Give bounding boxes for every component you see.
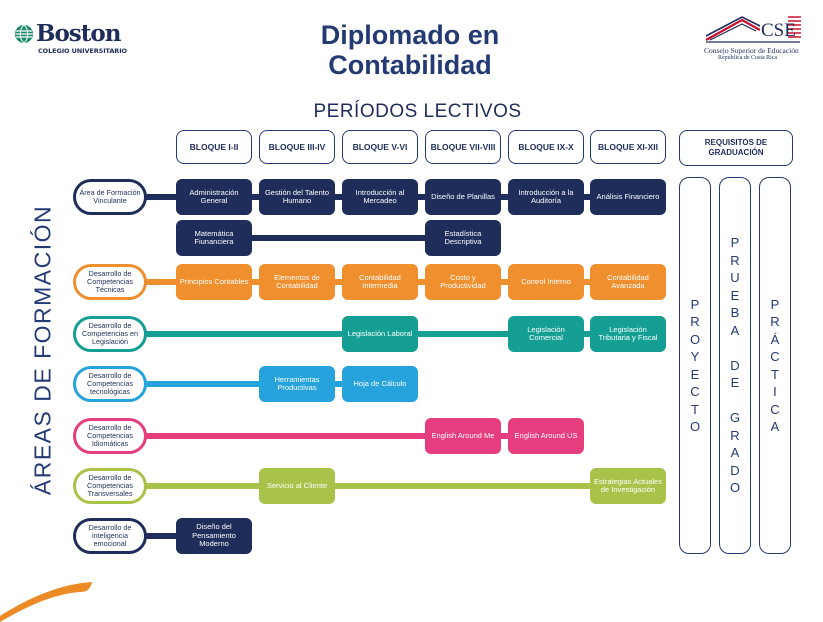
globe-icon [15, 24, 33, 44]
course-box: Matemática Fiunanciera [176, 220, 252, 256]
course-box: Introducción al Mercadeo [342, 179, 418, 215]
block-header-1: BLOQUE I-II [176, 130, 252, 164]
course-box: Estrategias Actuales de Investigación [590, 468, 666, 504]
cse-country: República de Costa Rica [718, 55, 778, 61]
requirement-column: P R Á C T I C A [759, 177, 791, 554]
block-header-2: BLOQUE III-IV [259, 130, 335, 164]
block-header-5: BLOQUE IX-X [508, 130, 584, 164]
area-label: Área de Formación Vinculante [73, 179, 147, 215]
area-label: Desarrollo de Competencias Idiomáticas [73, 418, 147, 454]
block-header-6: BLOQUE XI-XII [590, 130, 666, 164]
row-connector-line [140, 483, 628, 489]
course-box: Contabilidad Intermedia [342, 264, 418, 300]
area-label: Desarrollo de Competencias Técnicas [73, 264, 147, 300]
requirement-label: P R Á C T I C A [770, 296, 780, 435]
title-line-2: Contabilidad [328, 50, 492, 80]
course-box: Gestión del Talento Humano [259, 179, 335, 215]
decorative-swoosh [0, 582, 92, 622]
area-label: Desarrollo de Competencias tecnológicas [73, 366, 147, 402]
cse-mark-text: CSE [761, 20, 796, 41]
course-box: Control Interno [508, 264, 584, 300]
logo-name: Boston [36, 20, 121, 47]
course-box: Administración General [176, 179, 252, 215]
cse-emblem-icon: CSE [705, 16, 801, 43]
course-box: Costo y Productividad [425, 264, 501, 300]
course-box: Servicio al Cliente [259, 468, 335, 504]
area-label: Desarrollo de Competencias en Legislació… [73, 316, 147, 352]
course-box: Estadística Descriptiva [425, 220, 501, 256]
course-box: Legislación Comercial [508, 316, 584, 352]
requirement-label: P R O Y E C T O [689, 296, 701, 435]
requirement-column: P R O Y E C T O [679, 177, 711, 554]
areas-label-text: ÁREAS DE FORMACIÓN [29, 204, 56, 496]
block-header-4: BLOQUE VII-VIII [425, 130, 501, 164]
row-connector-line [140, 433, 546, 439]
row-connector-line [214, 235, 463, 241]
page-title: Diplomado en Contabilidad [230, 20, 590, 80]
block-header-3: BLOQUE V-VI [342, 130, 418, 164]
course-box: Análisis Financiero [590, 179, 666, 215]
cse-logo: CSE Consejo Superior de Educación Repúbl… [704, 14, 804, 64]
course-box: English Around Me [425, 418, 501, 454]
areas-label: ÁREAS DE FORMACIÓN [24, 190, 62, 510]
course-box: Diseño de Planillas [425, 179, 501, 215]
course-box: Contabilidad Avanzada [590, 264, 666, 300]
logo-subtitle: COLEGIO UNIVERSITARIO [38, 47, 127, 55]
area-label: Desarrollo de Competencias Transversales [73, 468, 147, 504]
course-box: Legislación Tributaria y Fiscal [590, 316, 666, 352]
requirement-column: P R U E B A D E G R A D O [719, 177, 751, 554]
cse-name: Consejo Superior de Educación [704, 46, 799, 55]
course-box: Diseño del Pensamiento Moderno [176, 518, 252, 554]
periods-label: PERÍODOS LECTIVOS [313, 101, 522, 122]
course-box: Herramientas Productivas [259, 366, 335, 402]
requirements-header: REQUISITOS DE GRADUACIÓN [679, 130, 793, 166]
course-box: Introducción a la Auditoría [508, 179, 584, 215]
title-line-1: Diplomado en [320, 20, 500, 50]
course-box: English Around US [508, 418, 584, 454]
requirement-label: P R U E B A D E G R A D O [729, 235, 741, 496]
course-box: Legislación Laboral [342, 316, 418, 352]
course-box: Elementos de Contabilidad [259, 264, 335, 300]
course-box: Principios Contables [176, 264, 252, 300]
area-label: Desarrollo de inteligencia emocional [73, 518, 147, 554]
boston-logo: Boston COLEGIO UNIVERSITARIO [14, 20, 134, 60]
course-box: Hoja de Cálculo [342, 366, 418, 402]
